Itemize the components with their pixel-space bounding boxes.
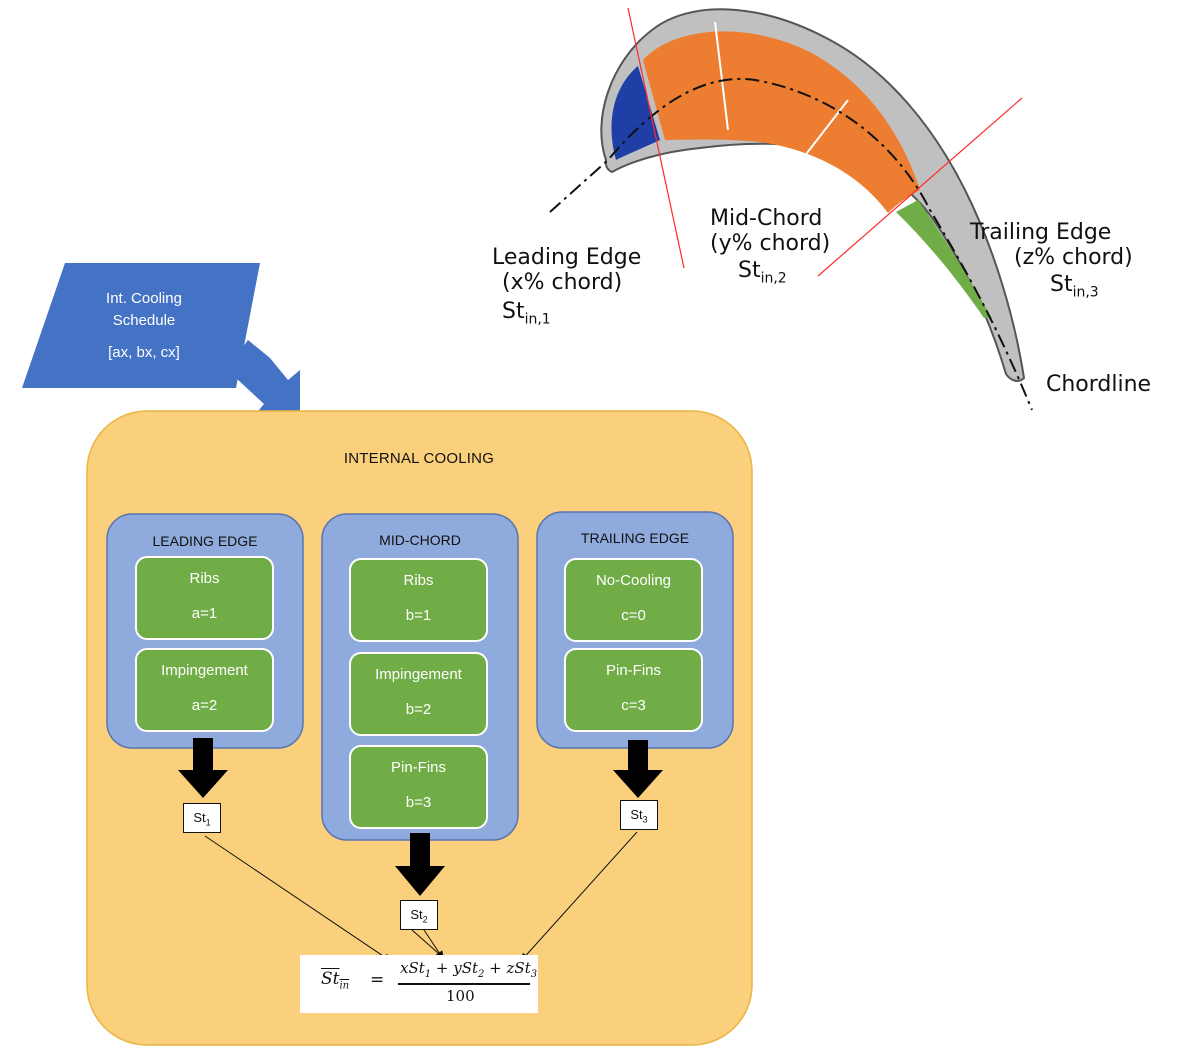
block-arrow-leading [178,738,228,798]
mid-divider-2 [799,99,849,163]
group-title-mid-chord: MID-CHORD [379,532,461,548]
mid-chord-title: Mid-Chord [710,206,823,231]
group-title-trailing-edge: TRAILING EDGE [580,530,690,546]
mid-divider-1 [714,21,729,131]
internal-cooling-title: INTERNAL COOLING [343,450,495,467]
formula-equals: = [370,970,385,990]
trailing-edge-title: Trailing Edge [970,220,1112,245]
cooling-schedule-shape [22,263,260,388]
formula-fraction-bar [398,983,530,985]
schedule-line-1: Int. Cooling [106,290,182,307]
connector-st3 [519,831,638,963]
option-value: a=2 [191,697,218,714]
group-title-leading-edge: LEADING EDGE [152,533,258,549]
formula-denominator: 100 [446,987,475,1005]
block-arrow-mid [395,833,445,896]
formula-lhs: Stin [321,969,350,992]
option-name: Impingement [161,662,248,679]
st1-box: St1 [183,803,221,833]
average-stanton-formula: Stin = xSt1 + ySt2 + zSt3 100 [300,955,538,1013]
mid-chord-st: Stin,2 [738,258,787,287]
option-te-pin-fins: Pin-Fins c=3 [564,648,703,732]
option-value: b=2 [405,701,432,718]
option-value: c=3 [621,697,646,714]
formula-numerator: xSt1 + ySt2 + zSt3 [400,959,538,980]
option-name: Ribs [403,572,434,589]
option-le-impingement: Impingement a=2 [135,648,274,732]
trailing-edge-st: Stin,3 [1050,272,1099,301]
mid-chord-region [643,31,920,213]
schedule-arrow [232,340,300,416]
trailing-edge-label: Trailing Edge (z% chord) Stin,3 [970,220,1133,300]
leading-edge-label: Leading Edge (x% chord) Stin,1 [492,245,641,327]
option-value: b=3 [405,794,432,811]
leading-edge-region [611,66,660,160]
connector-st1 [204,835,393,963]
option-value: b=1 [405,607,432,624]
cut-line-leading [627,7,685,269]
schedule-line-3: [ax, bx, cx] [108,344,180,361]
option-le-ribs: Ribs a=1 [135,556,274,640]
st3-box: St3 [620,800,658,830]
option-mc-impingement: Impingement b=2 [349,652,488,736]
chordline-label: Chordline [1046,372,1152,397]
st2-box: St2 [400,900,438,930]
airfoil-blade [549,7,1033,411]
option-name: Pin-Fins [605,662,661,679]
option-name: No-Cooling [595,572,672,589]
option-mc-ribs: Ribs b=1 [349,558,488,642]
leading-edge-st: Stin,1 [502,299,551,328]
leading-edge-chord: (x% chord) [502,270,623,295]
option-name: Ribs [189,570,220,587]
schedule-line-2: Schedule [112,312,176,329]
block-arrow-trailing [613,740,663,798]
option-name: Impingement [375,666,462,683]
option-name: Pin-Fins [390,759,446,776]
trailing-edge-region [896,200,992,318]
option-te-no-cooling: No-Cooling c=0 [564,558,703,642]
option-mc-pin-fins: Pin-Fins b=3 [349,745,488,829]
mid-chord-chord: (y% chord) [710,231,831,256]
cut-line-trailing [817,97,1023,277]
chordline [549,77,1033,411]
leading-edge-title: Leading Edge [492,245,642,270]
option-value: c=0 [621,607,646,624]
mid-chord-label: Mid-Chord (y% chord) Stin,2 [710,206,830,286]
option-value: a=1 [191,605,218,622]
trailing-edge-chord: (z% chord) [1014,245,1133,270]
cooling-schedule-text: Int. Cooling Schedule [ax, bx, cx] [64,288,224,364]
